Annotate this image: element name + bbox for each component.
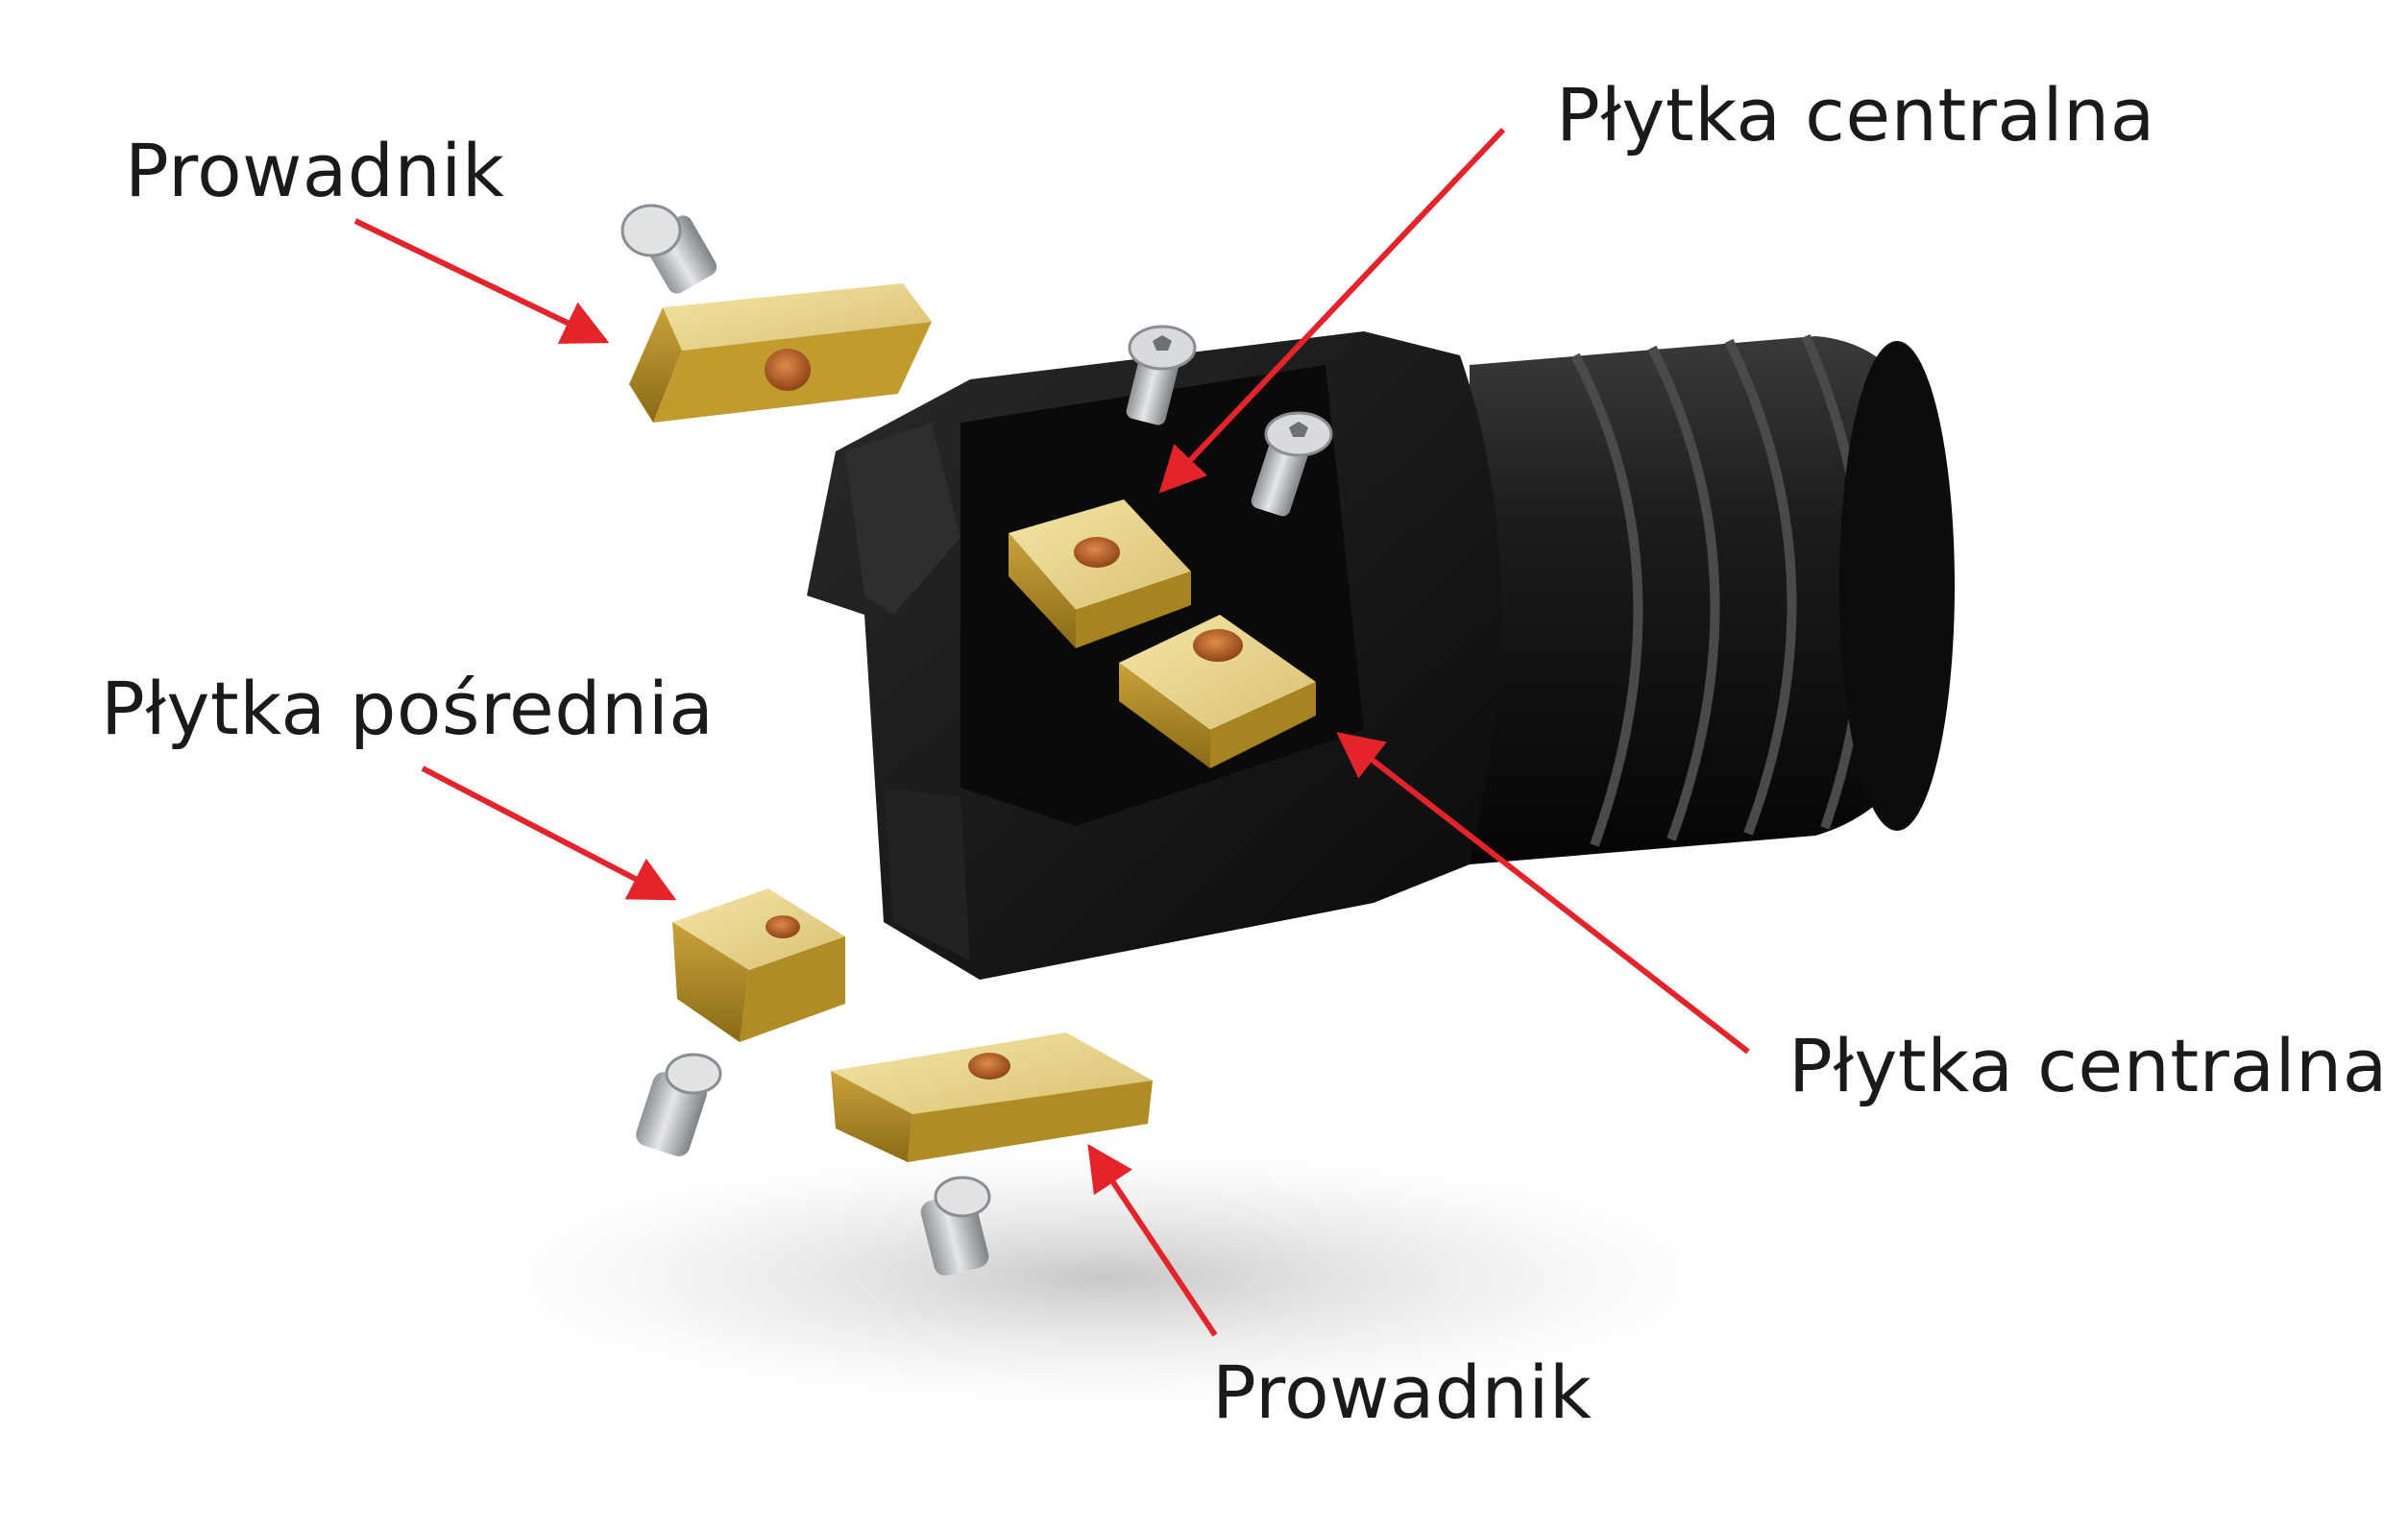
intermediate-insert [672, 888, 845, 1042]
label-intermediate-insert: Płytka pośrednia [101, 666, 715, 751]
arrow-guide-bottom [1087, 1144, 1218, 1337]
arrow-central-right [1336, 732, 1750, 1055]
torx-screw-icon [620, 204, 718, 294]
label-central-insert-right: Płytka centralna [1788, 1023, 2388, 1108]
label-central-insert-top: Płytka centralna [1556, 72, 2155, 158]
torx-screw-icon [1126, 325, 1197, 425]
torx-screw-icon [920, 1176, 991, 1276]
label-guide-top: Prowadnik [125, 128, 505, 213]
arrow-intermediate [421, 766, 677, 901]
central-insert-lower [1119, 615, 1316, 768]
torx-screw-icon [636, 1053, 722, 1156]
floor-shadow [413, 1133, 1796, 1422]
guide-insert-bottom [831, 1033, 1153, 1162]
pointer-arrows [353, 127, 1750, 1337]
torx-screw-icon [1251, 411, 1333, 517]
arrow-central-top [1158, 127, 1506, 494]
arrow-guide-top [353, 218, 610, 344]
label-guide-bottom: Prowadnik [1212, 1349, 1593, 1435]
boring-head-icon [807, 331, 1955, 980]
guide-insert-top [629, 283, 932, 423]
central-insert-upper [1009, 499, 1191, 648]
